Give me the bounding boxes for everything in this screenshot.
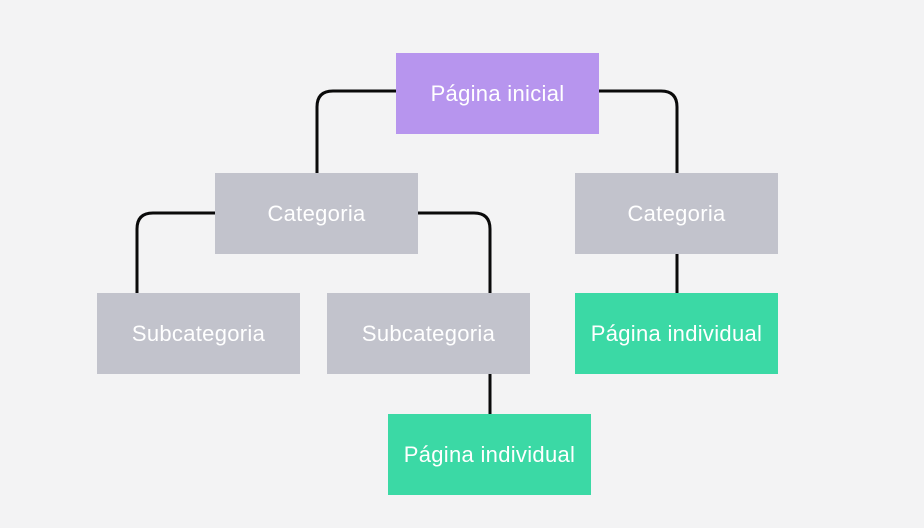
node-category-right[interactable]: Categoria bbox=[575, 173, 778, 254]
connector-category-left-to-subcategory-mid bbox=[418, 211, 492, 293]
connector-home-to-category-left bbox=[315, 89, 396, 173]
node-category-left[interactable]: Categoria bbox=[215, 173, 418, 254]
connector-category-left-to-subcategory-left bbox=[135, 211, 215, 293]
connector-home-to-category-right bbox=[599, 89, 679, 173]
node-individual-page-bottom[interactable]: Página individual bbox=[388, 414, 591, 495]
node-home-page[interactable]: Página inicial bbox=[396, 53, 599, 134]
node-individual-page-right[interactable]: Página individual bbox=[575, 293, 778, 374]
node-subcategory-left[interactable]: Subcategoria bbox=[97, 293, 300, 374]
node-subcategory-middle[interactable]: Subcategoria bbox=[327, 293, 530, 374]
